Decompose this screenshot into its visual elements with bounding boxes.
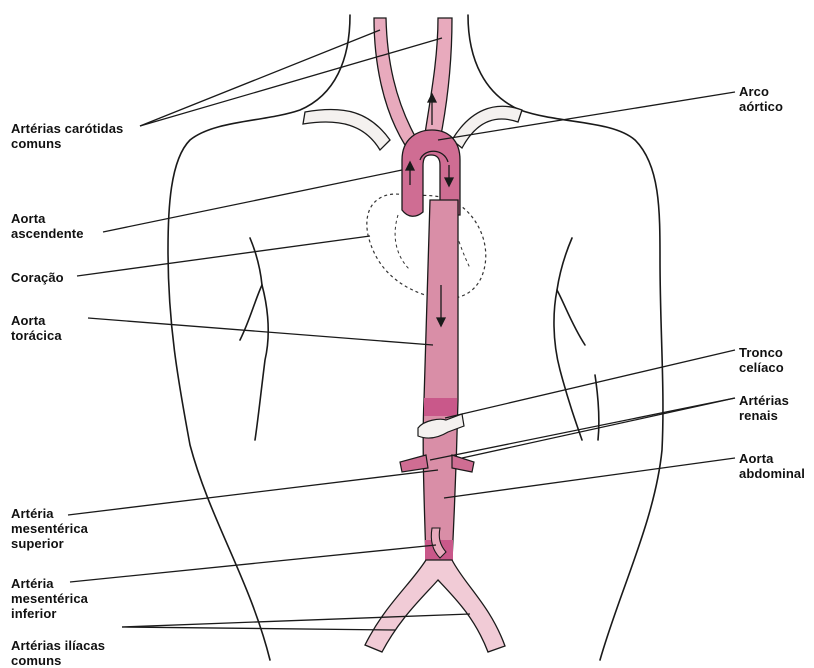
label-aortic-arch: Arco aórtico [739, 84, 783, 114]
label-carotid-line2: comuns [11, 136, 123, 151]
label-iliac-line2: comuns [11, 653, 105, 668]
label-ascending-aorta: Aorta ascendente [11, 211, 84, 241]
label-arch-line2: aórtico [739, 99, 783, 114]
heart-outline [367, 194, 486, 299]
iliac-arteries [365, 560, 505, 652]
label-iliac-line1: Artérias ilíacas [11, 638, 105, 653]
torso-outline [168, 15, 663, 660]
label-carotid-arteries: Artérias carótidas comuns [11, 121, 123, 151]
label-renal-line2: renais [739, 408, 789, 423]
label-sup-mes-line1: Artéria [11, 506, 88, 521]
carotid-arteries [374, 18, 452, 145]
label-celiac-line2: celíaco [739, 360, 784, 375]
label-heart: Coração [11, 270, 64, 285]
label-sup-mes-line2: mesentérica [11, 521, 88, 536]
label-renal-line1: Artérias [739, 393, 789, 408]
label-carotid-line1: Artérias carótidas [11, 121, 123, 136]
label-thoracic-line2: torácica [11, 328, 62, 343]
label-inferior-mesenteric: Artéria mesentérica inferior [11, 576, 88, 621]
label-common-iliac: Artérias ilíacas comuns [11, 638, 105, 668]
label-inf-mes-line3: inferior [11, 606, 88, 621]
label-abdominal-line2: abdominal [739, 466, 805, 481]
label-celiac-trunk: Tronco celíaco [739, 345, 784, 375]
label-arch-line1: Arco [739, 84, 783, 99]
label-celiac-line1: Tronco [739, 345, 784, 360]
label-thoracic-aorta: Aorta torácica [11, 313, 62, 343]
descending-aorta [423, 200, 458, 562]
label-inf-mes-line1: Artéria [11, 576, 88, 591]
label-sup-mes-line3: superior [11, 536, 88, 551]
label-ascending-line1: Aorta [11, 211, 84, 226]
label-renal-arteries: Artérias renais [739, 393, 789, 423]
label-ascending-line2: ascendente [11, 226, 84, 241]
label-thoracic-line1: Aorta [11, 313, 62, 328]
label-abdominal-aorta: Aorta abdominal [739, 451, 805, 481]
label-inf-mes-line2: mesentérica [11, 591, 88, 606]
label-heart-line1: Coração [11, 270, 64, 285]
label-abdominal-line1: Aorta [739, 451, 805, 466]
label-superior-mesenteric: Artéria mesentérica superior [11, 506, 88, 551]
